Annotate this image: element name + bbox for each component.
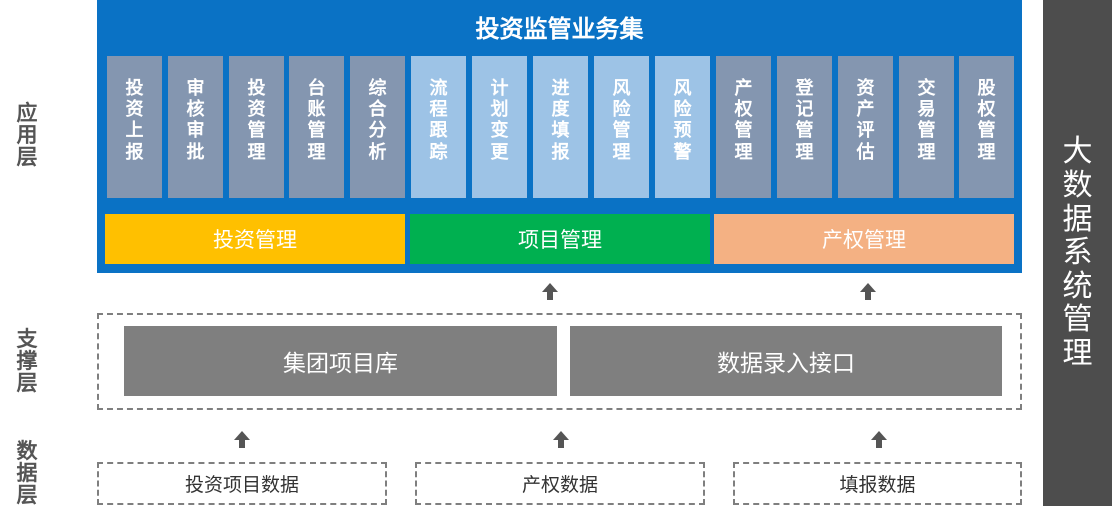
module-ledger-management[interactable]: 台账管理 (289, 56, 344, 198)
module-plan-change[interactable]: 计划变更 (472, 56, 527, 198)
module-property-management[interactable]: 产权管理 (716, 56, 771, 198)
module-label: 登记管理 (795, 78, 814, 163)
data-source-property[interactable]: 产权数据 (415, 462, 705, 505)
module-label: 股权管理 (977, 78, 996, 163)
module-label: 流程跟踪 (429, 78, 448, 163)
module-label: 资产评估 (856, 78, 875, 163)
module-label: 台账管理 (307, 78, 326, 163)
support-box-group-project-library[interactable]: 集团项目库 (124, 326, 557, 396)
app-title: 投资监管业务集 (475, 15, 644, 43)
data-source-investment-project[interactable]: 投资项目数据 (97, 462, 387, 505)
up-arrow-icon (552, 431, 570, 451)
application-panel: 投资监管业务集 投资上报 审核审批 投资管理 台账管理 综合分析 流程跟踪 计划… (97, 0, 1022, 273)
module-label: 综合分析 (368, 78, 387, 163)
module-label: 投资管理 (247, 78, 266, 163)
layer-label-application: 应用层 (16, 101, 38, 170)
up-arrow-icon (859, 283, 877, 303)
module-comprehensive-analysis[interactable]: 综合分析 (350, 56, 405, 198)
up-arrow-icon (233, 431, 251, 451)
module-label: 审核审批 (186, 78, 205, 163)
up-arrow-icon (870, 431, 888, 451)
category-project[interactable]: 项目管理 (410, 214, 710, 264)
module-progress-fill[interactable]: 进度填报 (533, 56, 588, 198)
module-review-approval[interactable]: 审核审批 (168, 56, 223, 198)
module-label: 交易管理 (917, 78, 936, 163)
module-invest-report[interactable]: 投资上报 (107, 56, 162, 198)
module-trade-management[interactable]: 交易管理 (899, 56, 954, 198)
data-source-filled-report[interactable]: 填报数据 (733, 462, 1022, 505)
module-label: 产权管理 (734, 78, 753, 163)
module-invest-management[interactable]: 投资管理 (229, 56, 284, 198)
module-label: 风险管理 (612, 78, 631, 163)
support-box-data-entry-interface[interactable]: 数据录入接口 (570, 326, 1002, 396)
up-arrow-icon (541, 283, 559, 303)
module-asset-evaluation[interactable]: 资产评估 (838, 56, 893, 198)
category-property[interactable]: 产权管理 (714, 214, 1014, 264)
module-registration-management[interactable]: 登记管理 (777, 56, 832, 198)
module-label: 进度填报 (551, 78, 570, 163)
module-label: 风险预警 (673, 78, 692, 163)
system-management-sidebar: 大数据系统管理 (1043, 0, 1112, 506)
layer-label-support: 支撑层 (16, 327, 38, 396)
module-label: 计划变更 (490, 78, 509, 163)
support-layer-frame (97, 313, 1022, 410)
layer-label-data: 数据层 (16, 439, 38, 508)
module-process-tracking[interactable]: 流程跟踪 (411, 56, 466, 198)
category-investment[interactable]: 投资管理 (105, 214, 405, 264)
module-risk-warning[interactable]: 风险预警 (655, 56, 710, 198)
module-equity-management[interactable]: 股权管理 (959, 56, 1014, 198)
module-label: 投资上报 (125, 78, 144, 163)
module-risk-management[interactable]: 风险管理 (594, 56, 649, 198)
sidebar-title: 大数据系统管理 (1062, 134, 1093, 371)
